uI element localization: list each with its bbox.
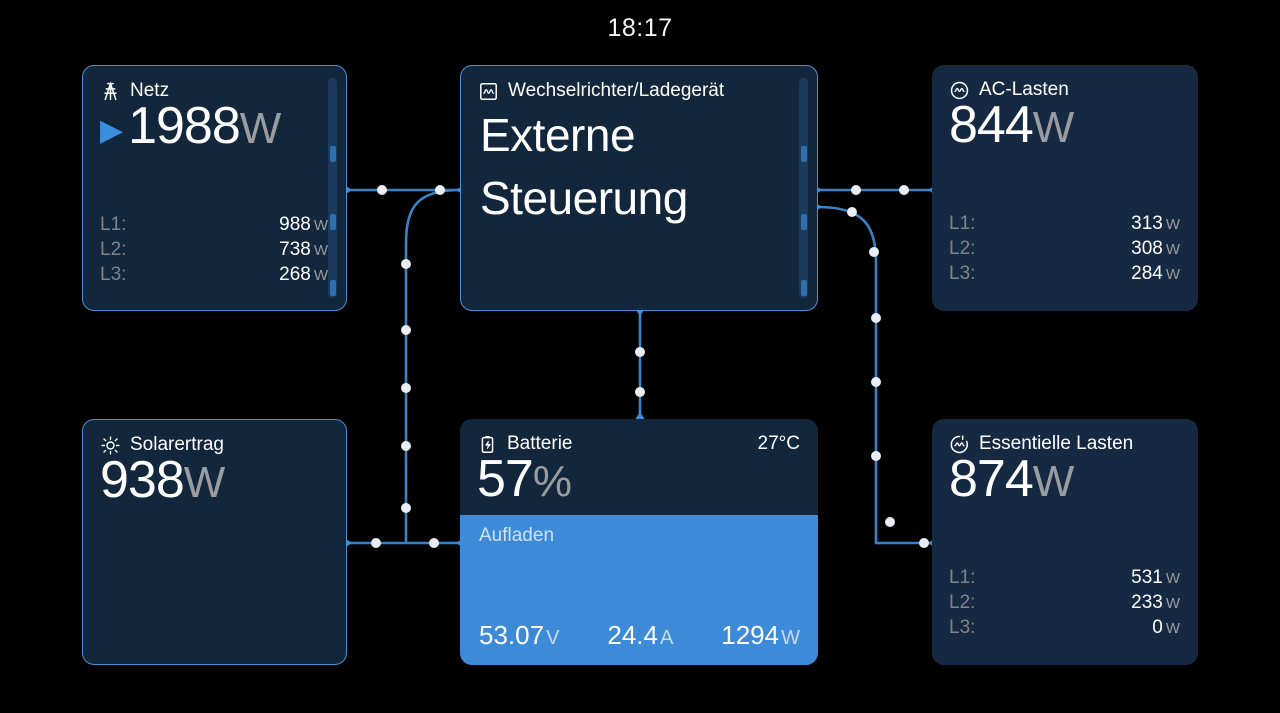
inverter-status-text: Externe Steuerung xyxy=(480,109,688,225)
status-bar: 18:17 xyxy=(0,0,1280,56)
table-row: L2: 738 W xyxy=(100,239,328,260)
ac-sine-circle-icon xyxy=(949,80,970,101)
essential-loads-power-value: 874 W xyxy=(949,450,1074,508)
clock-label: 18:17 xyxy=(607,13,673,42)
solar-panel-header: Solarertrag xyxy=(83,420,346,456)
essential-loads-icon xyxy=(949,434,970,455)
solar-power-value: 938 W xyxy=(100,451,225,509)
solar-yield-panel[interactable]: Solarertrag 938 W xyxy=(82,419,347,665)
battery-soc-value: 57 % xyxy=(477,450,572,508)
ac-loads-panel-header: AC-Lasten xyxy=(932,65,1198,101)
grid-power-value: ▶ 1988 W xyxy=(100,97,281,155)
grid-phase-list: L1: 988 W L2: 738 W L3: 268 W xyxy=(100,214,328,289)
battery-panel-title: Batterie xyxy=(507,433,573,454)
inverter-charger-panel[interactable]: Wechselrichter/Ladegerät Externe Steueru… xyxy=(460,65,818,311)
inverter-sine-icon xyxy=(478,81,499,102)
table-row: L1: 531 W xyxy=(949,567,1180,588)
table-row: L1: 313 W xyxy=(949,213,1180,234)
grid-panel-header: Netz xyxy=(83,66,346,102)
ac-loads-panel-title: AC-Lasten xyxy=(979,79,1069,100)
battery-temperature: 27°C xyxy=(757,433,800,454)
inverter-panel-header: Wechselrichter/Ladegerät xyxy=(461,66,817,102)
table-row: L2: 308 W xyxy=(949,238,1180,259)
table-row: L1: 988 W xyxy=(100,214,328,235)
ac-loads-panel[interactable]: AC-Lasten 844 W L1: 313 W L2: 308 W L3: … xyxy=(932,65,1198,311)
battery-top-section: Batterie 27°C 57 % xyxy=(460,419,818,515)
inverter-phase-strip xyxy=(799,78,808,298)
grid-direction-arrow-icon: ▶ xyxy=(100,114,124,147)
grid-panel[interactable]: Netz ▶ 1988 W L1: 988 W L2: 738 W L3: 26… xyxy=(82,65,347,311)
battery-bolt-icon xyxy=(477,434,498,455)
ac-loads-phase-list: L1: 313 W L2: 308 W L3: 284 W xyxy=(949,213,1180,288)
battery-charge-fill xyxy=(460,515,818,665)
table-row: L3: 0 W xyxy=(949,617,1180,638)
table-row: L3: 268 W xyxy=(100,264,328,285)
essential-loads-panel-title: Essentielle Lasten xyxy=(979,433,1134,454)
battery-state-label: Aufladen xyxy=(479,525,555,546)
grid-panel-title: Netz xyxy=(130,80,170,101)
essential-loads-panel[interactable]: Essentielle Lasten 874 W L1: 531 W L2: 2… xyxy=(932,419,1198,665)
battery-panel-header: Batterie 27°C xyxy=(460,419,818,455)
grid-phase-strip xyxy=(328,78,337,298)
inverter-panel-title: Wechselrichter/Ladegerät xyxy=(508,80,725,101)
solar-panel-title: Solarertrag xyxy=(130,434,224,455)
sun-icon xyxy=(100,435,121,456)
table-row: L3: 284 W xyxy=(949,263,1180,284)
table-row: L2: 233 W xyxy=(949,592,1180,613)
essential-loads-phase-list: L1: 531 W L2: 233 W L3: 0 W xyxy=(949,567,1180,642)
ac-loads-power-value: 844 W xyxy=(949,96,1074,154)
essential-loads-panel-header: Essentielle Lasten xyxy=(932,419,1198,455)
transmission-tower-icon xyxy=(100,80,121,102)
